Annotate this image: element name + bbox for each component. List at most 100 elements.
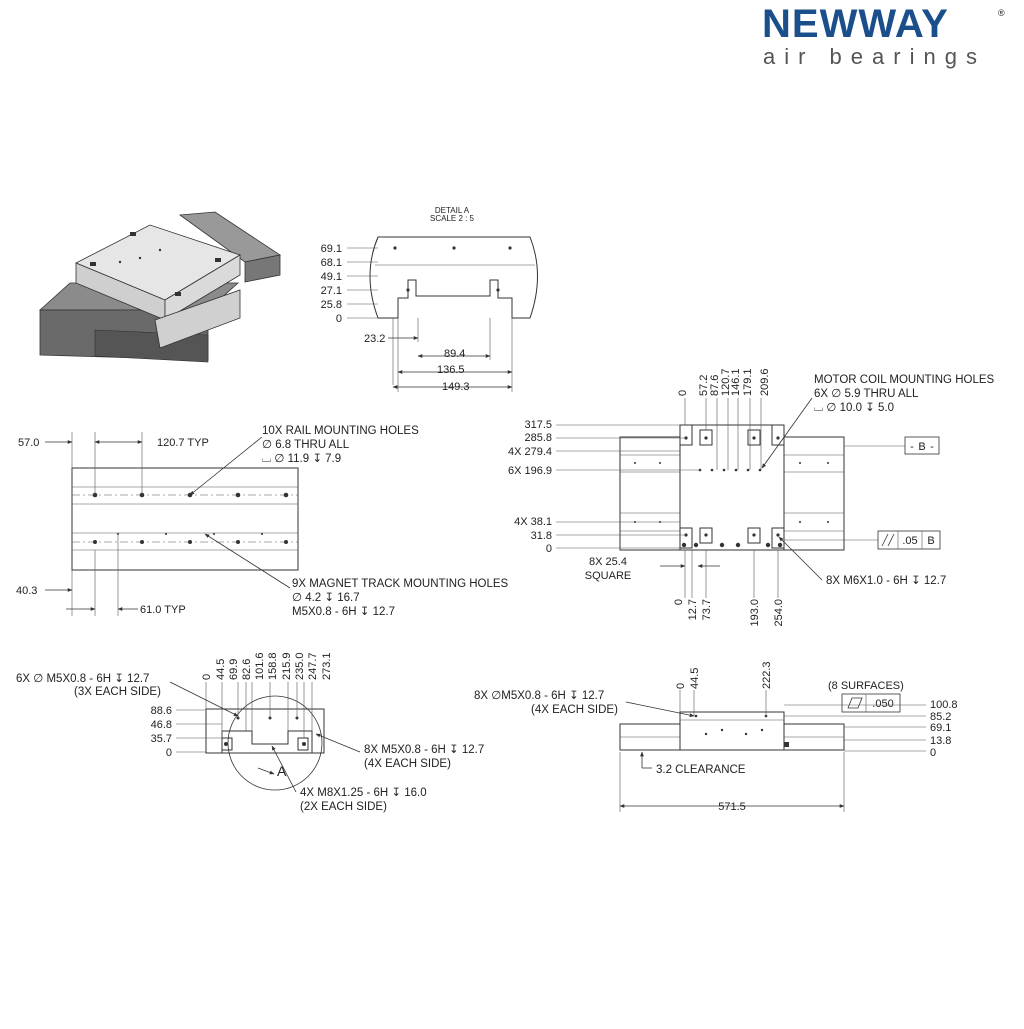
end-note2-line1: 8X M5X0.8 - 6H ↧ 12.7 — [364, 744, 484, 756]
clearance-label: 3.2 CLEARANCE — [656, 764, 746, 776]
plan-left-dim-2: 285.8 — [524, 432, 552, 444]
end-top-dim-8: 235.0 — [294, 652, 306, 680]
plan-top-dim-5: 146.1 — [730, 368, 742, 396]
square-dim-2: SQUARE — [585, 570, 631, 582]
end-top-dim-7: 215.9 — [281, 652, 293, 680]
end-left-dim-3: 35.7 — [151, 733, 172, 745]
flatness-ref: B — [927, 535, 934, 547]
end-note1-line1: 6X ∅ M5X0.8 - 6H ↧ 12.7 — [16, 673, 149, 685]
magnet-note-1: 9X MAGNET TRACK MOUNTING HOLES — [292, 578, 509, 590]
logo-registered: ® — [998, 8, 1005, 18]
rail-note-3: ⌴ ∅ 11.9 ↧ 7.9 — [262, 453, 341, 465]
plan-left-dim-4: 6X 196.9 — [508, 465, 552, 477]
plan-left-dim-6: 31.8 — [531, 530, 552, 542]
end-left-dim-1: 88.6 — [151, 705, 172, 717]
rail-note-1: 10X RAIL MOUNTING HOLES — [262, 425, 419, 437]
detail-width-2: 89.4 — [444, 348, 465, 360]
parallelism-frame: .050 — [841, 693, 901, 713]
rail-top-view: 57.0 120.7 TYP 10X RAIL MOUNTING HOLES ∅… — [16, 425, 509, 618]
end-note2-line2: (4X EACH SIDE) — [364, 758, 451, 770]
rail-bottom-typ: 61.0 TYP — [140, 604, 186, 616]
plan-bottom-dim-5: 254.0 — [773, 599, 785, 627]
side-note1-line1: 8X ∅M5X0.8 - 6H ↧ 12.7 — [474, 690, 604, 702]
detail-height-4: 27.1 — [321, 285, 342, 297]
m6-note: 8X M6X1.0 - 6H ↧ 12.7 — [826, 575, 946, 587]
side-right-dim-2: 85.2 — [930, 711, 951, 723]
company-logo: NEWWAY ® air bearings — [762, 2, 1005, 69]
logo-tagline: air bearings — [763, 44, 986, 69]
side-note1-line2: (4X EACH SIDE) — [531, 704, 618, 716]
detail-a-callout: A — [277, 763, 287, 779]
end-note1-line2: (3X EACH SIDE) — [74, 686, 161, 698]
end-top-dim-4: 82.6 — [241, 659, 253, 680]
end-top-dim-1: 0 — [201, 674, 213, 680]
end-note3-line1: 4X M8X1.25 - 6H ↧ 16.0 — [300, 787, 427, 799]
rail-note-2: ∅ 6.8 THRU ALL — [262, 439, 350, 451]
rail-bottom-dim: 40.3 — [16, 585, 37, 597]
magnet-note-2: ∅ 4.2 ↧ 16.7 — [292, 592, 360, 604]
plan-top-dim-4: 120.7 — [720, 368, 732, 396]
plan-left-dim-1: 317.5 — [524, 419, 552, 431]
side-view: 0 44.5 222.3 8X ∅M5X0.8 - 6H ↧ 12.7 (4X … — [474, 661, 958, 813]
isometric-view — [38, 211, 282, 363]
overall-length: 571.5 — [718, 801, 746, 813]
plan-bottom-dim-1: 0 — [673, 599, 685, 605]
end-top-dim-5: 101.6 — [254, 652, 266, 680]
end-note3-line2: (2X EACH SIDE) — [300, 801, 387, 813]
detail-width-4: 149.3 — [442, 381, 470, 393]
plan-top-dim-3: 87.6 — [709, 375, 721, 396]
plan-left-dim-5: 4X 38.1 — [514, 516, 552, 528]
detail-height-1: 69.1 — [321, 243, 342, 255]
side-top-dim-1: 0 — [675, 683, 687, 689]
magnet-note-3: M5X0.8 - 6H ↧ 12.7 — [292, 606, 395, 618]
surfaces-label: (8 SURFACES) — [828, 680, 904, 692]
motor-note-2: 6X ∅ 5.9 THRU ALL — [814, 388, 919, 400]
end-top-dim-10: 273.1 — [321, 652, 333, 680]
end-left-dim-4: 0 — [166, 747, 172, 759]
side-right-dim-4: 13.8 — [930, 735, 951, 747]
logo-brand: NEWWAY — [762, 2, 949, 46]
detail-height-6: 0 — [336, 313, 342, 325]
svg-text:-: - — [910, 441, 914, 453]
end-top-dim-9: 247.7 — [307, 652, 319, 680]
plan-view: 0 57.2 87.6 120.7 146.1 179.1 209.6 MOTO… — [508, 368, 995, 626]
detail-height-3: 49.1 — [321, 271, 342, 283]
datum-b-label: B — [918, 441, 925, 453]
rail-typ-dim: 120.7 TYP — [157, 437, 209, 449]
plan-top-dim-2: 57.2 — [698, 375, 710, 396]
detail-width-1: 23.2 — [364, 333, 385, 345]
side-right-dim-1: 100.8 — [930, 699, 958, 711]
side-right-dim-3: 69.1 — [930, 722, 951, 734]
plan-top-dim-7: 209.6 — [759, 368, 771, 396]
end-view: A 6X ∅ M5X0.8 - 6H ↧ 12.7 (3X EACH SIDE)… — [16, 652, 484, 813]
end-left-dim-2: 46.8 — [151, 719, 172, 731]
flatness-frame: .05 B — [877, 530, 941, 550]
side-top-dim-3: 222.3 — [761, 661, 773, 689]
side-right-dim-5: 0 — [930, 747, 936, 759]
plan-bottom-dim-2: 12.7 — [687, 599, 699, 620]
svg-text:-: - — [930, 441, 934, 453]
end-top-dim-3: 69.9 — [228, 659, 240, 680]
flatness-value: .05 — [902, 535, 917, 547]
plan-top-dim-6: 179.1 — [742, 368, 754, 396]
detail-scale: SCALE 2 : 5 — [430, 214, 475, 223]
motor-note-1: MOTOR COIL MOUNTING HOLES — [814, 374, 995, 386]
end-top-dim-2: 44.5 — [215, 659, 227, 680]
detail-a-view: DETAIL A SCALE 2 : 5 69.1 68.1 49.1 27.1… — [321, 206, 538, 393]
side-top-dim-2: 44.5 — [689, 668, 701, 689]
motor-note-3: ⌴ ∅ 10.0 ↧ 5.0 — [814, 402, 894, 414]
plan-bottom-dim-3: 73.7 — [701, 599, 713, 620]
detail-title: DETAIL A — [435, 206, 470, 215]
detail-height-2: 68.1 — [321, 257, 342, 269]
plan-left-dim-3: 4X 279.4 — [508, 446, 552, 458]
detail-width-3: 136.5 — [437, 364, 465, 376]
plan-bottom-dim-4: 193.0 — [749, 599, 761, 627]
plan-top-dim-1: 0 — [677, 390, 689, 396]
parallel-value: .050 — [872, 698, 893, 710]
detail-height-5: 25.8 — [321, 299, 342, 311]
end-top-dim-6: 158.8 — [267, 652, 279, 680]
square-dim-1: 8X 25.4 — [589, 556, 627, 568]
rail-top-dim: 57.0 — [18, 437, 39, 449]
